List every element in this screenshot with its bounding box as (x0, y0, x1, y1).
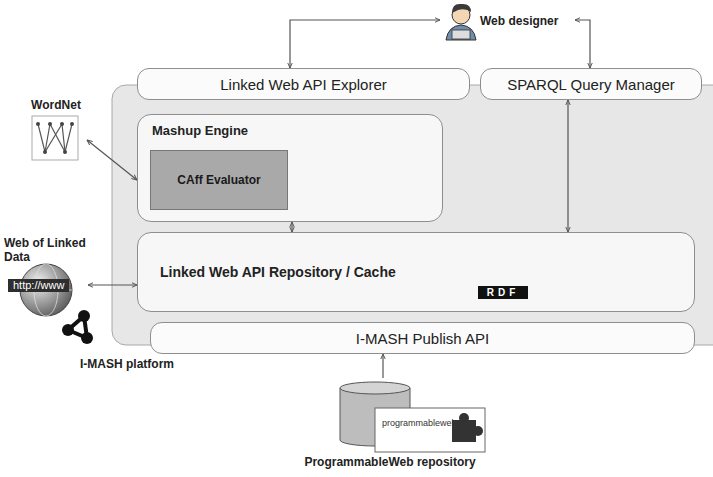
platform-panel (112, 85, 713, 345)
evaluator-label: CAff Evaluator (177, 173, 260, 187)
tool-box: SPARQL Query Manager (480, 68, 702, 100)
puzzle-icon (459, 413, 469, 423)
wordnet-icon (36, 122, 40, 126)
wordnet-icon (32, 116, 78, 160)
programmableweb-database (375, 408, 485, 452)
person-icon (452, 4, 471, 13)
url-band: http://www (8, 279, 69, 292)
platform-region: I-MASH platformLinked Web API ExplorerSP… (112, 85, 713, 345)
logo-text: programmableweb (382, 418, 457, 429)
wordnet-icon (50, 124, 65, 152)
rdf-logo (62, 324, 74, 336)
programmableweb-database (340, 382, 410, 394)
wordnet-icon (48, 122, 52, 126)
wordnet-icon (60, 122, 64, 126)
source-label: Web of Linked Data (4, 236, 88, 264)
connector-arrow (87, 140, 137, 180)
engine-box: Mashup EngineCAff Evaluator (137, 114, 443, 222)
wordnet-icon (38, 124, 45, 152)
api-box: I-MASH Publish API (150, 322, 695, 354)
engine-label: Mashup Engine (152, 123, 428, 138)
evaluator-box: CAff Evaluator (150, 150, 288, 210)
platform-label: I-MASH platform (80, 357, 174, 371)
connector-arrow (88, 284, 137, 285)
connector-arrow (290, 20, 440, 68)
puzzle-icon (452, 413, 483, 442)
connector-arrow (575, 20, 590, 68)
connector-arrow (291, 222, 292, 232)
actor-label: Web designer (480, 14, 558, 28)
source-label: WordNet (31, 98, 81, 112)
wordnet-icon (45, 124, 62, 152)
external-source: WordNet (25, 98, 87, 164)
person-icon (446, 25, 476, 40)
puzzle-icon (473, 426, 483, 436)
rdf-logo (78, 310, 90, 322)
platform-panel (112, 85, 713, 345)
connector-arrow (567, 100, 568, 232)
repository-label: Linked Web API Repository / Cache (160, 264, 396, 280)
person-icon (446, 4, 476, 40)
rdf-logo (81, 332, 93, 344)
wordnet-icon (62, 124, 65, 152)
api-label: I-MASH Publish API (356, 330, 489, 347)
actor: Web designer (440, 2, 575, 40)
wordnet-icon (36, 122, 74, 154)
format-label: RDF (478, 286, 528, 299)
wordnet-icon (38, 124, 72, 152)
external-source: Web of Linked Data http://www (4, 236, 88, 316)
person-icon (452, 30, 470, 39)
wordnet-icon (43, 150, 47, 154)
source-repository: programmablewebProgrammableWeb repositor… (290, 378, 490, 475)
tool-label: Linked Web API Explorer (220, 76, 386, 93)
tool-label: SPARQL Query Manager (507, 76, 675, 93)
wordnet-icon (70, 122, 74, 126)
rdf-logo (62, 310, 93, 344)
wordnet-icon (32, 116, 78, 160)
wordnet-icon (63, 150, 67, 154)
programmableweb-database (340, 382, 485, 452)
wordnet-icon (65, 124, 72, 152)
connector-arrow (382, 354, 383, 378)
tool-box: Linked Web API Explorer (137, 68, 470, 100)
source-label: ProgrammableWeb repository (304, 455, 475, 469)
repository-box: Linked Web API Repository / Cache (137, 232, 695, 312)
